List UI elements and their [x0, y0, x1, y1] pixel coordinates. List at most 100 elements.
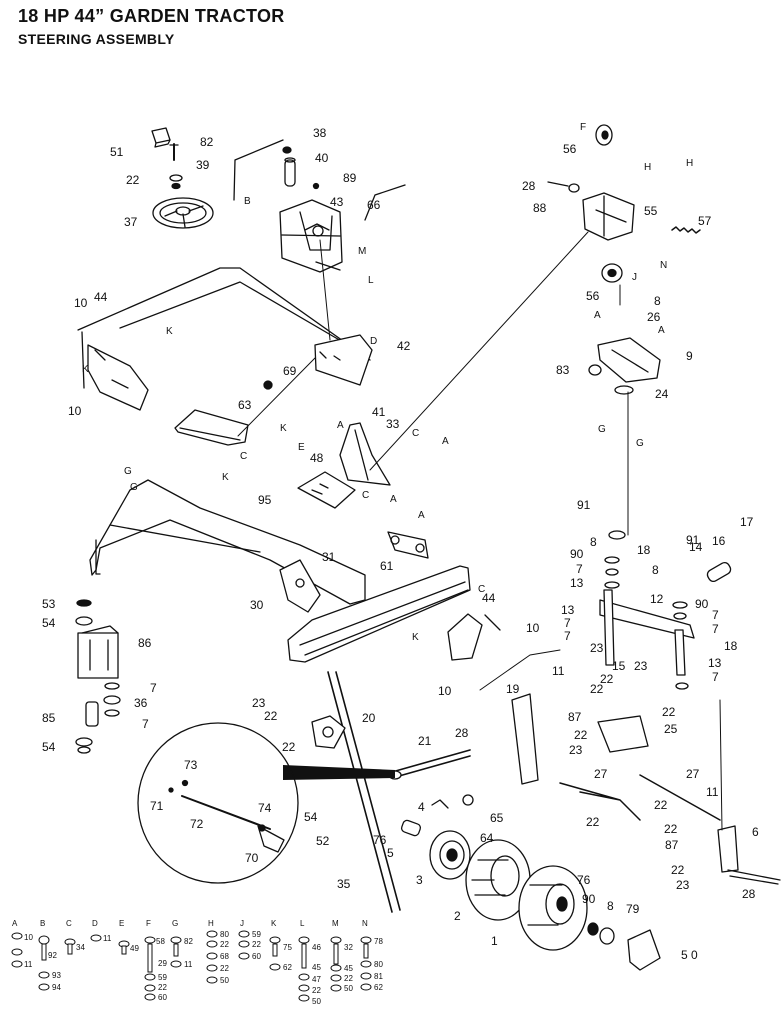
sector-gear-20: [311, 715, 346, 749]
label-23: 23: [252, 696, 266, 710]
label-7: 7: [712, 608, 719, 622]
label-23: 23: [569, 743, 583, 757]
key-item: 93: [52, 971, 61, 980]
key-item: 62: [374, 983, 383, 992]
label-38: 38: [313, 126, 327, 140]
key-item: 29: [158, 959, 167, 968]
label-10: 10: [68, 404, 82, 418]
drag-link-21: [388, 749, 471, 780]
key-item: 75: [283, 943, 292, 952]
key-item: 45: [344, 964, 353, 973]
plate-48: [297, 471, 356, 509]
label-8: 8: [607, 899, 614, 913]
label-22: 22: [586, 815, 600, 829]
ref-letter: A: [337, 420, 344, 431]
label-30: 30: [250, 598, 264, 612]
label-53: 53: [42, 597, 56, 611]
ref-letter: G: [124, 466, 132, 477]
key-item: 92: [48, 951, 57, 960]
key-letter-M: M: [332, 919, 339, 928]
hub-cap-50: [587, 922, 661, 971]
washer-91: [608, 530, 626, 540]
ref-letter: G: [636, 438, 644, 449]
label-7: 7: [712, 622, 719, 636]
washer-stack-right: [604, 556, 689, 690]
label-64: 64: [480, 831, 494, 845]
label-7: 7: [564, 616, 571, 630]
label-7: 7: [564, 629, 571, 643]
ref-letter: A: [594, 310, 601, 321]
bracket-63: [174, 409, 249, 446]
label-72: 72: [190, 817, 204, 831]
ref-letter: D: [370, 336, 377, 347]
label-48: 48: [310, 451, 324, 465]
label-24: 24: [655, 387, 669, 401]
bracket-30: [279, 559, 321, 613]
key-item: 50: [344, 984, 353, 993]
label-73: 73: [184, 758, 198, 772]
ref-letter: A: [442, 436, 449, 447]
label-4: 4: [418, 800, 425, 814]
key-item: 11: [184, 960, 193, 969]
bracket-44-right: [447, 613, 501, 661]
key-item: 58: [156, 937, 165, 946]
ref-letter: F: [580, 122, 586, 133]
bolt-4: [431, 799, 449, 809]
label-74: 74: [258, 801, 272, 815]
bushing-5: [400, 819, 422, 837]
label-42: 42: [397, 339, 411, 353]
key-item: 47: [312, 975, 321, 984]
steering-wheel: [152, 197, 214, 229]
key-letter-F: F: [146, 919, 151, 928]
label-79: 79: [626, 902, 640, 916]
key-item: 22: [220, 964, 229, 973]
label-7: 7: [142, 717, 149, 731]
label-23: 23: [590, 641, 604, 655]
label-33: 33: [386, 417, 400, 431]
key-item: 60: [158, 993, 167, 1002]
key-item: 22: [158, 983, 167, 992]
key-item: 68: [220, 952, 229, 961]
label-17: 17: [740, 515, 754, 529]
ref-letter: K: [412, 632, 419, 643]
steering-shaft-35: [327, 671, 401, 913]
key-item: 34: [76, 943, 85, 952]
label-28: 28: [455, 726, 469, 740]
label-50: 5 0: [681, 948, 698, 962]
label-44: 44: [94, 290, 108, 304]
ref-letter: G: [598, 424, 606, 435]
label-23: 23: [676, 878, 690, 892]
label-76: 76: [577, 873, 591, 887]
label-18: 18: [724, 639, 738, 653]
label-23: 23: [634, 659, 648, 673]
fitting-65: [462, 794, 474, 806]
label-22: 22: [671, 863, 685, 877]
key-letter-D: D: [92, 919, 98, 928]
label-55: 55: [644, 204, 658, 218]
label-1: 1: [491, 934, 498, 948]
bushing-38: [282, 146, 292, 154]
label-11: 11: [706, 785, 719, 799]
key-item: 10: [24, 933, 33, 942]
label-28: 28: [742, 887, 756, 901]
ref-letter: J: [632, 272, 637, 283]
ref-letter: A: [658, 325, 665, 336]
key-letter-E: E: [119, 919, 124, 928]
label-26: 26: [647, 310, 661, 324]
label-52: 52: [316, 834, 330, 848]
label-57: 57: [698, 214, 712, 228]
label-69: 69: [283, 364, 297, 378]
axle-12: [599, 589, 695, 676]
key-item: 78: [374, 937, 383, 946]
ref-letter: K: [280, 423, 287, 434]
ref-letter: C: [478, 584, 485, 595]
spring-57: [671, 226, 701, 234]
label-82: 82: [200, 135, 214, 149]
ref-letter: M: [358, 246, 366, 257]
key-letter-G: G: [172, 919, 178, 928]
label-27: 27: [686, 767, 700, 781]
label-91: 91: [686, 533, 700, 547]
ref-letter: G: [130, 482, 138, 493]
label-10: 10: [74, 296, 88, 310]
ref-letter: C: [412, 428, 419, 439]
